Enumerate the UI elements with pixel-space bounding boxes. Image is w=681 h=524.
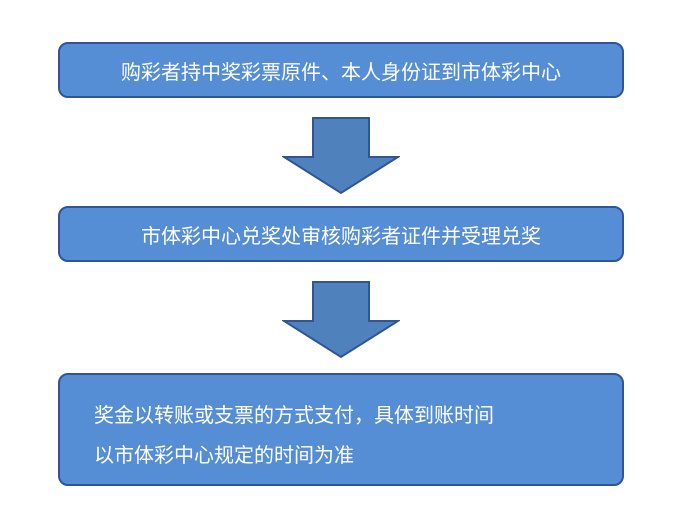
- step-3-box: 奖金以转账或支票的方式支付，具体到账时间 以市体彩中心规定的时间为准: [58, 373, 624, 486]
- step-3-line-1: 奖金以转账或支票的方式支付，具体到账时间: [94, 403, 494, 427]
- step-1-text: 购彩者持中奖彩票原件、本人身份证到市体彩中心: [121, 59, 561, 84]
- down-arrow-icon: [282, 281, 400, 359]
- step-3-line-2: 以市体彩中心规定的时间为准: [94, 443, 354, 467]
- step-2-text: 市体彩中心兑奖处审核购彩者证件并受理兑奖: [141, 223, 541, 248]
- down-arrow-icon: [282, 117, 400, 195]
- step-2-box: 市体彩中心兑奖处审核购彩者证件并受理兑奖: [58, 206, 624, 262]
- step-1-box: 购彩者持中奖彩票原件、本人身份证到市体彩中心: [58, 42, 624, 98]
